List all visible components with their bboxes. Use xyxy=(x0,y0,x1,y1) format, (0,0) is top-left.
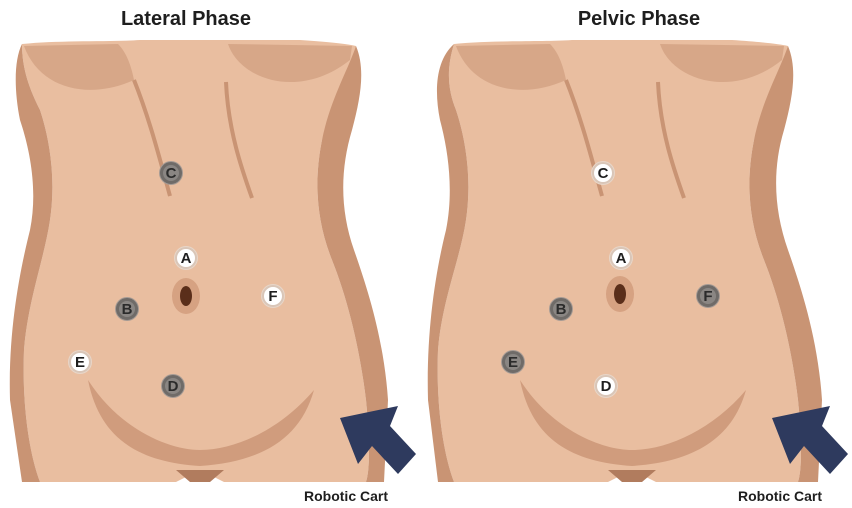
port-c[interactable]: C xyxy=(160,162,182,184)
port-label: C xyxy=(166,165,177,182)
port-label: A xyxy=(616,250,627,267)
port-label: E xyxy=(75,354,85,371)
port-label: F xyxy=(268,288,277,305)
port-e[interactable]: E xyxy=(69,351,91,373)
port-a[interactable]: A xyxy=(610,247,632,269)
port-label: D xyxy=(168,378,179,395)
port-label: A xyxy=(181,250,192,267)
port-label: F xyxy=(703,288,712,305)
port-a[interactable]: A xyxy=(175,247,197,269)
robotic-cart-label: Robotic Cart xyxy=(738,488,822,504)
port-label: E xyxy=(508,354,518,371)
port-c[interactable]: C xyxy=(592,162,614,184)
port-label: D xyxy=(601,378,612,395)
port-f[interactable]: F xyxy=(697,285,719,307)
robotic-cart-label: Robotic Cart xyxy=(304,488,388,504)
port-b[interactable]: B xyxy=(116,298,138,320)
port-d[interactable]: D xyxy=(595,375,617,397)
port-label: B xyxy=(556,301,567,318)
port-label: C xyxy=(598,165,609,182)
port-f[interactable]: F xyxy=(262,285,284,307)
pelvic-phase-panel: Pelvic Phase A B C D E F Robotic Cart xyxy=(426,0,852,508)
port-b[interactable]: B xyxy=(550,298,572,320)
port-d[interactable]: D xyxy=(162,375,184,397)
robotic-cart-arrow-icon xyxy=(770,402,850,482)
port-label: B xyxy=(122,301,133,318)
port-e[interactable]: E xyxy=(502,351,524,373)
robotic-cart-arrow-icon xyxy=(338,402,418,482)
lateral-phase-panel: Lateral Phase A B C D E F Robotic Cart xyxy=(0,0,426,508)
